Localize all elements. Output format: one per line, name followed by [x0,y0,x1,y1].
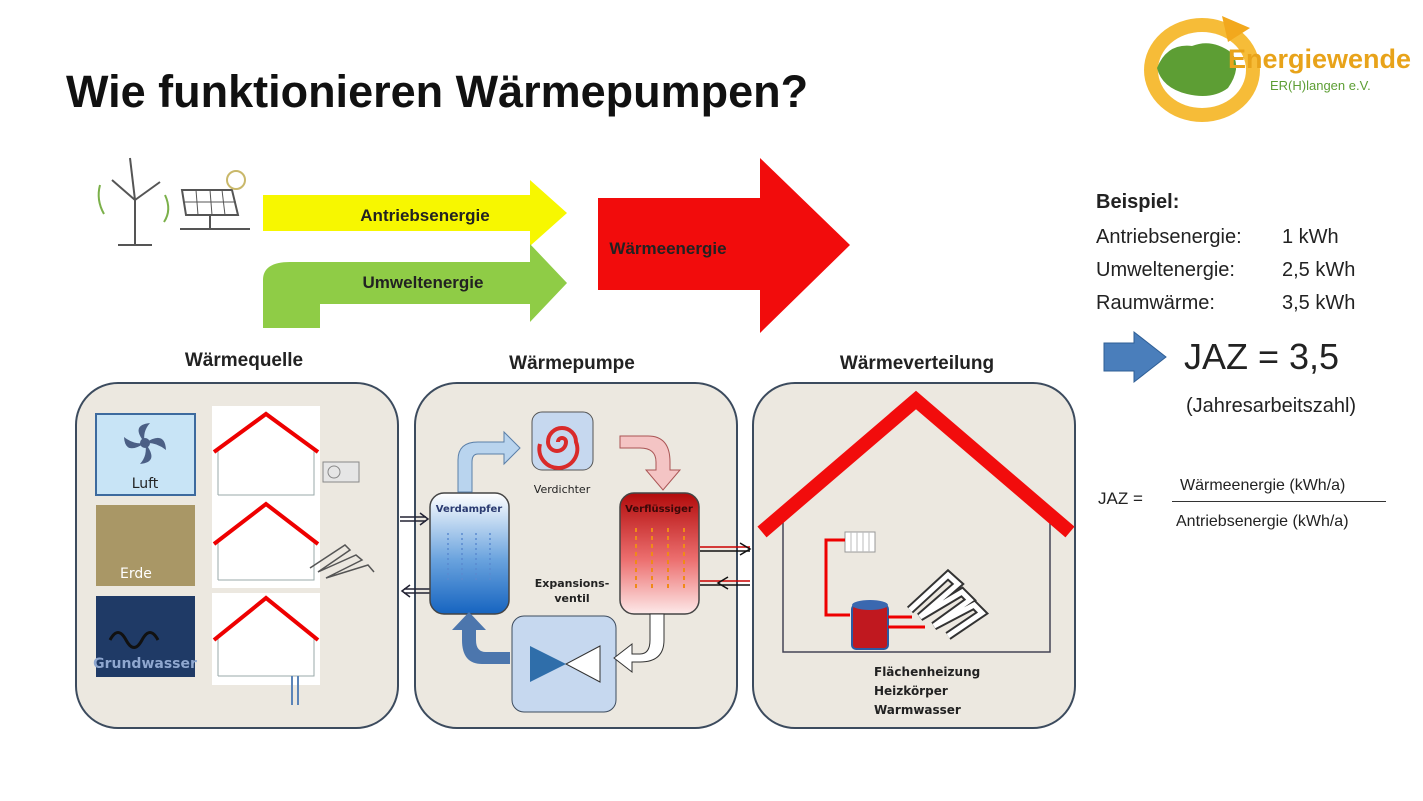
logo-name: Energiewende [1228,44,1411,74]
formula-numerator: Wärmeenergie (kWh/a) [1180,477,1346,494]
source-heading: Wärmequelle [185,350,303,371]
flow-arrows-right [700,542,752,590]
example-row-drive: Antriebsenergie:1 kWh [1096,226,1339,248]
formula-fraction-bar [1172,501,1386,502]
flow-cond-to-valve [613,613,665,674]
drive-energy-label: Antriebsenergie [360,206,489,225]
energiewende-logo: Energiewende ER(H)langen e.V. [1144,16,1411,122]
fan-icon [124,423,166,464]
wave-icon [108,631,160,649]
page-title: Wie funktionieren Wärmepumpen? [66,66,809,117]
environment-energy-arrow [263,244,567,328]
compressor [531,411,594,471]
distribution-item-floor: Flächenheizung [874,665,980,679]
heat-energy-arrow [598,158,850,333]
logo-sub: ER(H)langen e.V. [1270,78,1371,93]
flow-comp-to-cond [619,435,682,491]
earth-label: Erde [120,566,152,582]
air-label: Luft [132,476,159,492]
compressor-label: Verdichter [534,483,591,496]
environment-energy-label: Umweltenergie [363,273,484,292]
jaz-value: JAZ = 3,5 [1184,336,1340,377]
result-arrow-icon [1103,330,1167,384]
jaz-subtitle: (Jahresarbeitszahl) [1186,395,1357,417]
house-air-icon [212,406,360,498]
example-row-environment: Umweltenergie:2,5 kWh [1096,259,1356,281]
pump-heading: Wärmepumpe [509,353,635,374]
condenser-label: Verflüssiger [625,504,693,515]
flow-valve-to-evap [452,612,510,664]
groundwater-label: Grundwasser [93,656,197,672]
solar-panel-icon [180,170,250,230]
flow-evap-to-comp [457,430,521,493]
formula-denominator: Antriebsenergie (kWh/a) [1176,513,1349,530]
valve-label-2: ventil [554,592,589,605]
formula-lhs: JAZ = [1098,489,1143,508]
evaporator-label: Verdampfer [436,504,503,515]
flow-arrows-left [400,512,430,598]
example-heading: Beispiel: [1096,191,1180,213]
house-groundwater-icon [212,593,320,705]
distribution-heading: Wärmeverteilung [840,353,994,374]
earth-tile [96,505,195,586]
example-row-room: Raumwärme:3,5 kWh [1096,292,1356,314]
wind-turbine-icon [97,157,170,246]
valve-label-1: Expansions- [535,577,610,590]
distribution-item-water: Warmwasser [874,703,961,717]
drive-energy-arrow [263,180,567,246]
heat-energy-label: Wärmeenergie [609,239,726,258]
distribution-item-radiator: Heizkörper [874,684,948,698]
house-earth-icon [212,496,375,588]
big-house-icon [757,390,1075,653]
